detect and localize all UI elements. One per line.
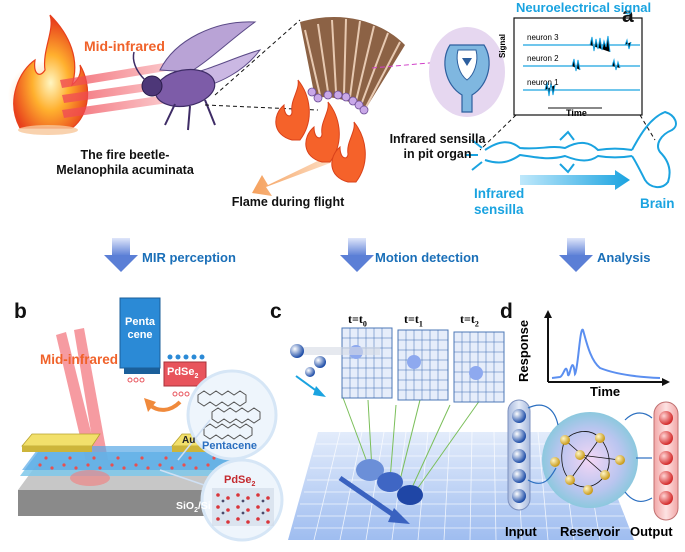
reservoir-label: Reservoir xyxy=(560,524,620,539)
time-axis-label-d: Time xyxy=(590,384,621,399)
bubble-pointer xyxy=(159,469,205,486)
beetle-caption: The fire beetle- Melanophila acuminata xyxy=(40,148,210,178)
charge-dots xyxy=(127,377,190,397)
sensilla-array-icon xyxy=(300,16,405,115)
panel-label-b: b xyxy=(14,300,27,323)
neuro-signal-title: Neuroelectrical signal xyxy=(516,0,652,15)
motion-trace xyxy=(338,459,423,524)
pdse2-crystal-bubble xyxy=(200,458,284,542)
input-label: Input xyxy=(505,524,537,539)
substrate-label: SiO2/Si xyxy=(176,500,211,514)
input-column xyxy=(507,399,531,511)
panel-label-c: c xyxy=(270,300,282,323)
pit-organ-icon xyxy=(429,27,505,117)
mid-infrared-label-b: Mid-infrared xyxy=(40,352,119,367)
pentacene-block-line1: Penta xyxy=(125,316,155,328)
t0-text: t=t xyxy=(348,312,363,326)
response-axis-label: Response xyxy=(516,319,531,382)
pdse2-block-text: PdSe xyxy=(167,366,195,378)
neuro-signal-plot xyxy=(513,17,643,116)
pdse2-label-text: PdSe xyxy=(224,474,252,486)
pentacene-molecule-bubble xyxy=(186,369,278,461)
down-arrow-analysis xyxy=(559,238,593,272)
time-label-t0: t=t0 xyxy=(348,312,367,328)
neuron-3-label: neuron 3 xyxy=(527,33,559,42)
zoom-line xyxy=(639,114,656,141)
sensilla-caption-line1: Infrared sensilla xyxy=(389,132,486,146)
mir-beams-b xyxy=(56,328,108,462)
t1-sub: 1 xyxy=(418,319,423,329)
pdse2-block-label: PdSe2 xyxy=(167,366,198,380)
neuron-brain-icon xyxy=(465,110,677,188)
response-plot xyxy=(544,310,670,386)
signal-axis-label: Signal xyxy=(498,33,507,58)
substrate-tail: /Si xyxy=(198,500,211,512)
time-label-t2: t=t2 xyxy=(460,312,479,328)
beetle-caption-line2: Melanophila acuminata xyxy=(56,163,194,177)
time-frame-grid-t2 xyxy=(453,331,505,403)
bubble-pointer xyxy=(177,419,211,461)
zoom-line xyxy=(479,114,517,151)
mir-perception-label: MIR perception xyxy=(142,250,236,265)
flame-caption: Flame during flight xyxy=(231,195,345,209)
time-frame-grid-t0 xyxy=(341,327,393,399)
fire-beetle-icon xyxy=(132,21,262,131)
pdse2-block-sub: 2 xyxy=(194,373,199,381)
pentacene-block-line2: cene xyxy=(127,329,153,341)
beetle-caption-line1: The fire beetle- xyxy=(80,148,170,162)
zoom-line xyxy=(214,19,301,96)
campfire-icon xyxy=(8,14,89,135)
time-axis-label-a: Time xyxy=(566,108,587,118)
t2-sub: 2 xyxy=(474,319,479,329)
pdse2-label: PdSe2 xyxy=(224,474,255,488)
panel-label-a: a xyxy=(622,4,634,27)
infrared-sensilla-line1: Infrared xyxy=(474,186,525,201)
flight-flames-icon xyxy=(275,79,366,183)
pentacene-label: Pentacene xyxy=(202,440,258,452)
device-stack xyxy=(18,433,248,516)
analysis-label: Analysis xyxy=(597,250,651,265)
infrared-sensilla-line2: sensilla xyxy=(474,202,524,217)
pentacene-block xyxy=(119,297,161,374)
infrared-sensilla-label: Infrared sensilla xyxy=(474,186,524,218)
pdse2-block xyxy=(163,354,207,387)
substrate-sub: 2 xyxy=(194,507,198,515)
brain-label: Brain xyxy=(640,196,675,211)
sensilla-caption: Infrared sensilla in pit organ xyxy=(375,132,500,162)
output-column xyxy=(653,401,679,521)
moving-object xyxy=(290,344,380,397)
pentacene-block-label: Penta cene xyxy=(120,316,160,342)
output-label: Output xyxy=(630,524,673,539)
motion-detection-label: Motion detection xyxy=(375,250,479,265)
t0-sub: 0 xyxy=(362,319,367,329)
time-label-t1: t=t1 xyxy=(404,312,423,328)
projection-lines xyxy=(341,394,481,493)
panel-label-d: d xyxy=(500,300,513,323)
reservoir-connections xyxy=(527,404,653,502)
t2-text: t=t xyxy=(460,312,475,326)
time-frame-grid-t1 xyxy=(397,329,449,401)
reservoir-sphere xyxy=(542,412,638,508)
au-label: Au xyxy=(182,435,196,446)
substrate-text: SiO xyxy=(176,500,195,512)
mid-infrared-label-a: Mid-infrared xyxy=(84,38,165,54)
down-arrow-mir xyxy=(104,238,138,272)
signal-flow-arrow xyxy=(520,170,630,190)
t1-text: t=t xyxy=(404,312,419,326)
neuron-1-label: neuron 1 xyxy=(527,78,559,87)
pdse2-label-sub: 2 xyxy=(251,481,256,489)
sensilla-caption-line2: in pit organ xyxy=(403,147,472,161)
down-arrow-motion xyxy=(340,238,374,272)
flight-arrow xyxy=(252,155,333,196)
magenta-zoom-line xyxy=(371,61,441,69)
neuron-2-label: neuron 2 xyxy=(527,54,559,63)
